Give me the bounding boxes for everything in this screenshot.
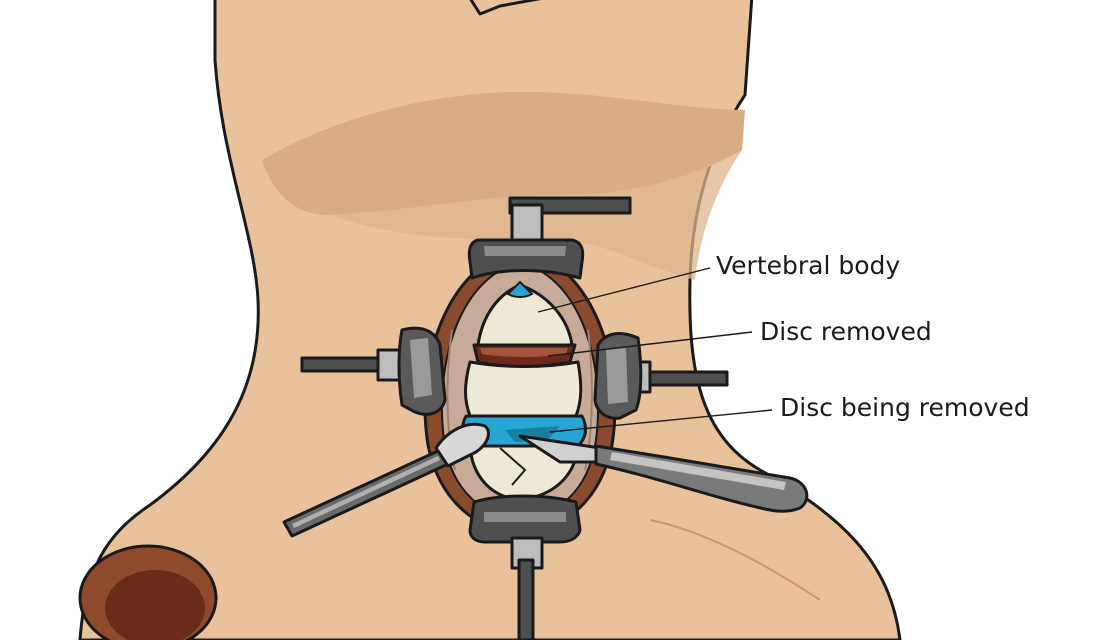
shoulder-cut-inner bbox=[105, 570, 205, 640]
callout-labels: Vertebral body Disc removed Disc being r… bbox=[716, 251, 1030, 422]
callout-leaders bbox=[537, 267, 773, 433]
label-disc-removed: Disc removed bbox=[760, 317, 932, 346]
retractor-left-blade-shine bbox=[410, 338, 432, 398]
retractor-top-blade-shine bbox=[484, 246, 566, 256]
retractor-bottom-blade-shine bbox=[484, 512, 566, 522]
vertebral-crack bbox=[499, 447, 527, 486]
left-instrument bbox=[282, 422, 490, 538]
leader-disc-removed bbox=[547, 331, 753, 357]
retractor-system bbox=[300, 196, 729, 640]
retractor-bottom-rod bbox=[517, 558, 535, 640]
left-instrument-shaft-shine bbox=[292, 456, 440, 528]
label-vertebral-body: Vertebral body bbox=[716, 251, 900, 280]
disc-removed-highlight bbox=[480, 348, 568, 357]
disc-upper-remnant bbox=[506, 280, 534, 298]
cervical-spine bbox=[461, 280, 587, 502]
left-instrument-tip bbox=[434, 422, 490, 468]
right-instrument-handle-shine bbox=[610, 452, 786, 490]
retractor-right-blade-shine bbox=[606, 348, 628, 404]
disc-being-removed-tear bbox=[505, 426, 560, 442]
vertebral-body-middle bbox=[464, 360, 583, 418]
chin-shadow bbox=[262, 91, 745, 215]
leader-vertebral-body bbox=[537, 267, 711, 313]
right-instrument bbox=[518, 434, 809, 513]
right-clavicle-shadow bbox=[649, 519, 821, 601]
leader-disc-being-removed bbox=[549, 409, 773, 433]
chin-tip bbox=[469, 0, 542, 16]
label-disc-being-removed: Disc being removed bbox=[780, 393, 1030, 422]
